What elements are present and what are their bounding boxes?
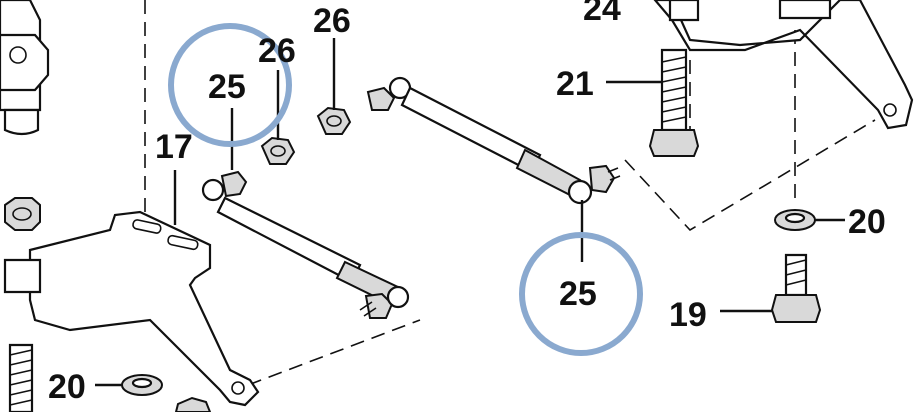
bracket-24 [653,0,914,130]
part-label-25-right: 25 [559,275,597,313]
part-label-26-left: 26 [258,32,296,70]
left-nut-stud [3,197,42,412]
part-label-24: 24 [583,0,621,28]
bolt-21 [648,48,700,157]
part-label-26-right: 26 [313,2,351,40]
part-label-19: 19 [669,296,707,334]
part-label-21: 21 [556,65,594,103]
washer-20-right [774,209,816,231]
part-label-20-right: 20 [848,203,886,241]
right-rod-assembly [366,76,621,205]
bracket-17 [28,210,260,407]
highlight-circle-25-right [519,232,643,356]
part-label-20-left: 20 [48,368,86,406]
washer-20-left [121,374,163,396]
part-label-17: 17 [155,128,193,166]
leader-lines [95,38,845,387]
clevis-part [0,0,50,136]
nut-26-right [316,106,352,135]
nut-26-left [260,136,296,165]
highlight-circle-25-left [168,23,292,147]
dashed-reference-lines [144,0,876,386]
left-rod-assembly [201,170,410,319]
bolt-19 [770,253,822,323]
bottom-nut [174,396,212,412]
part-label-25-left: 25 [208,68,246,106]
